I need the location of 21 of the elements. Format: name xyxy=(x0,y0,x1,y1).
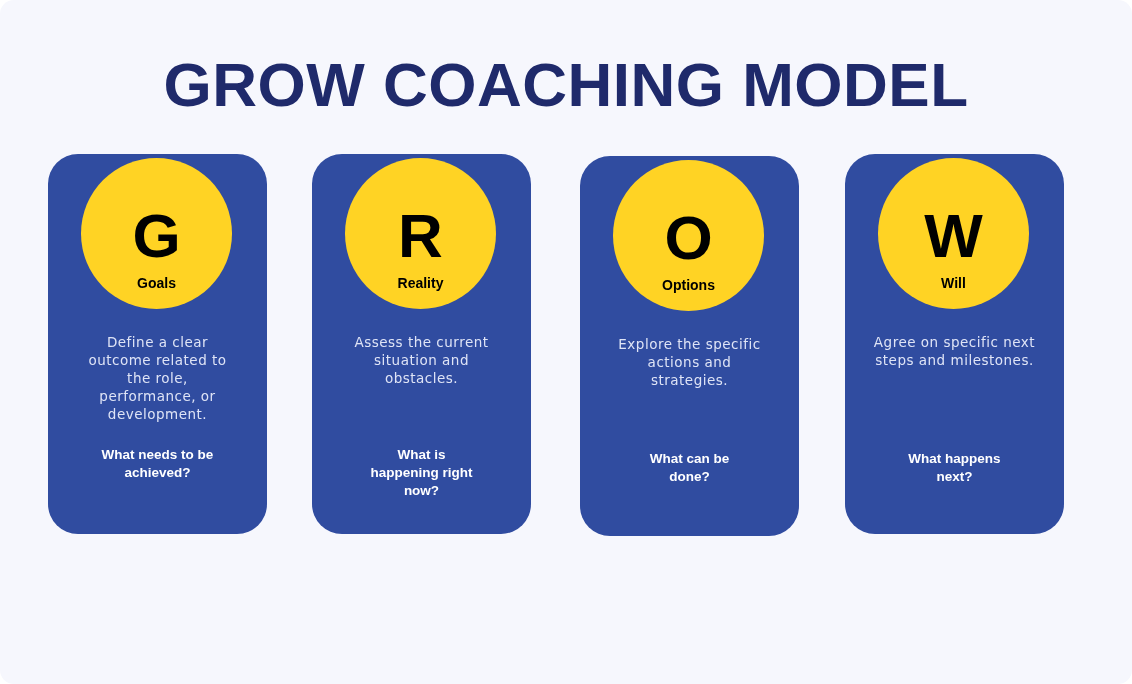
description-text: Explore the specific actions and strategies. xyxy=(617,335,762,389)
step-letter: W xyxy=(923,204,984,268)
step-name: Reality xyxy=(396,274,445,292)
step-name: Will xyxy=(940,274,967,292)
step-card xyxy=(845,154,1064,534)
question-text: What can be done? xyxy=(648,450,731,486)
step-card xyxy=(48,154,267,534)
description-text: Assess the current situation and obstacles. xyxy=(353,333,490,387)
step-card xyxy=(580,156,799,536)
step-letter: O xyxy=(663,206,714,270)
step-card xyxy=(312,154,531,534)
step-letter: G xyxy=(131,204,182,268)
step-letter: R xyxy=(397,204,444,268)
description-text: Define a clear outcome related to the role, performance, or development. xyxy=(87,333,228,423)
title: GROW COACHING MODEL xyxy=(163,50,969,119)
step-name: Goals xyxy=(136,274,177,292)
description-text: Agree on specific next steps and milestones. xyxy=(872,333,1037,369)
step-name: Options xyxy=(661,276,716,294)
question-text: What needs to be achieved? xyxy=(100,446,215,482)
question-text: What is happening right now? xyxy=(369,446,474,500)
question-text: What happens next? xyxy=(907,450,1002,486)
